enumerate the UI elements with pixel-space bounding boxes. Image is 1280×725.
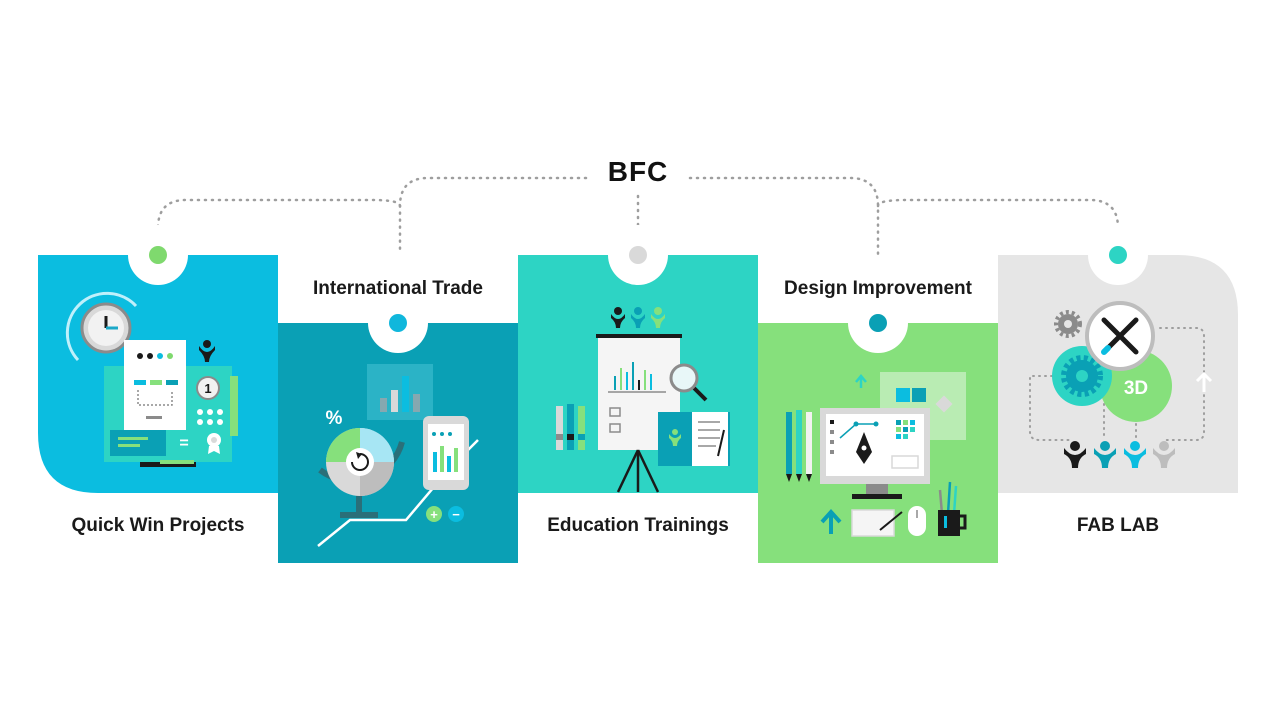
label-education-trainings: Education Trainings [547,515,729,536]
keypad-icon [197,409,223,425]
drawing-tablet-icon [851,509,903,537]
connector-right-branch [876,198,1120,246]
label-international-trade: International Trade [313,278,483,299]
notebook-icon [658,412,730,466]
design-pencils-icon [786,410,812,482]
card-design-improvement-dot [869,314,887,332]
pen-cup-icon [938,481,967,536]
card-quick-win: 1 = [38,225,278,493]
small-gear-icon [1054,310,1082,338]
diagram-title: BFC [590,156,686,188]
card-international-trade: % + [278,293,518,563]
zoom-out-icon: − [448,506,464,522]
card-education-trainings-dot [629,246,647,264]
zoom-in-icon: + [426,506,442,522]
connector-right [674,176,880,256]
bar-chart-icon [367,364,433,420]
card-international-trade-bg [278,323,518,563]
connector-lines [156,176,1120,256]
pencils-icon [556,404,585,450]
card-education-trainings [518,225,758,493]
svg-text:3D: 3D [1124,378,1148,399]
globe-icon [318,428,405,518]
monitor-icon [820,408,930,499]
connector-left [398,176,602,256]
tools-icon [1085,301,1155,371]
award-icon [207,433,221,454]
label-design-improvement: Design Improvement [784,278,972,299]
connector-left-branch [156,198,402,246]
mouse-icon [908,506,926,536]
equals-symbol: = [179,435,188,452]
people-group-icon [611,307,665,328]
card-international-trade-dot [389,314,407,332]
person-icon [199,340,215,362]
arrow-up-icon [820,509,842,534]
svg-text:−: − [452,507,460,522]
clock-icon [65,291,138,362]
label-fab-lab: FAB LAB [1076,515,1160,536]
fab-people-icon [1064,441,1175,468]
card-design-improvement [758,293,998,563]
fab-arrow-up-icon [1195,371,1213,392]
org-chart-paper-icon [124,340,186,430]
phone-icon [423,416,469,490]
magnifier-icon [669,363,708,402]
card-fab-lab: 3D [998,225,1238,493]
svg-text:1: 1 [204,381,211,396]
counter-badge: 1 [196,376,220,400]
svg-text:+: + [430,507,438,522]
card-fab-lab-dot [1109,246,1127,264]
card-quick-win-dot [149,246,167,264]
arrow-up-small-icon [855,374,867,388]
label-quick-win-projects: Quick Win Projects [71,515,245,536]
percent-symbol: % [326,408,343,429]
